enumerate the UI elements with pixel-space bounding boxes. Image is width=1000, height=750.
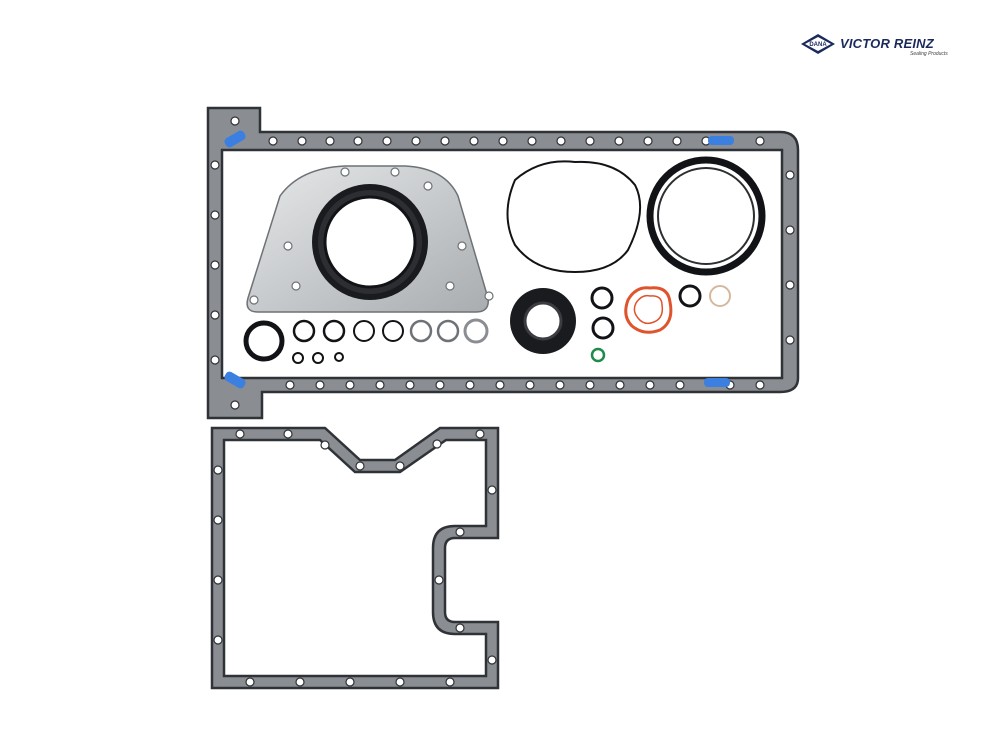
upper-gasket-bolt-holes [210,116,795,410]
upper-oil-pan-gasket [206,106,800,420]
lower-oil-pan-gasket [210,426,500,690]
brand-tagline: Sealing Products [910,51,948,57]
small-o-rings [243,284,731,364]
front-crankshaft-seal [646,156,766,276]
shaft-seal [510,288,576,354]
upper-gasket-blue-sealant-tabs [224,130,734,389]
victor-reinz-logo: DANA VICTOR REINZ Sealing Products [800,32,948,62]
dana-diamond-icon: DANA [801,34,835,54]
orange-sealing-ring [624,286,673,334]
brand-name: VICTOR REINZ [840,36,934,51]
lower-gasket-bolt-holes [213,429,497,687]
rear-main-seal-housing [246,165,494,313]
thin-cover-o-ring [506,160,642,274]
dana-mark-text: DANA [809,42,827,48]
